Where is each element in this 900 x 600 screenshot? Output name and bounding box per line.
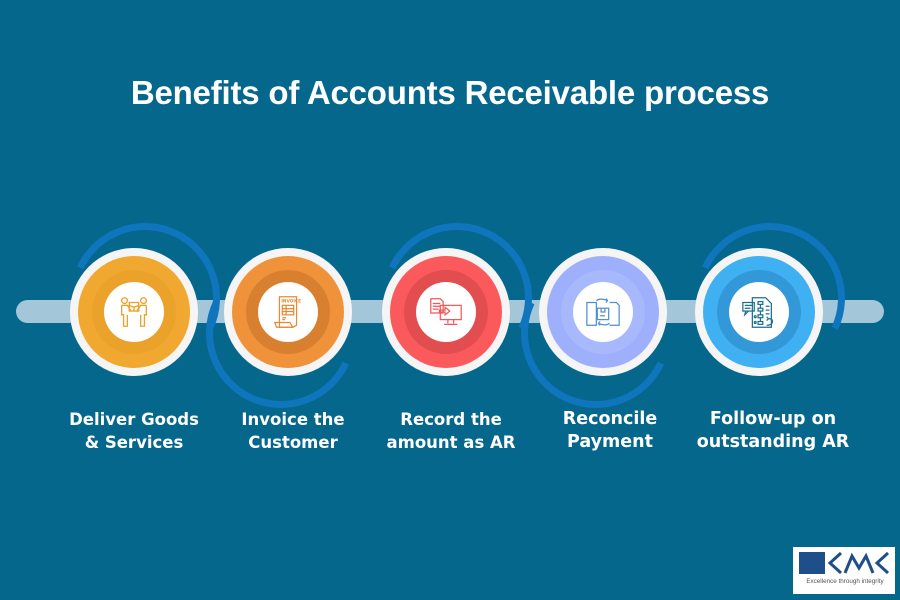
step-icon-holder	[729, 282, 789, 342]
svg-text:INVOICE: INVOICE	[281, 299, 301, 305]
label-line-1: Follow-up on	[709, 409, 837, 429]
step-icon-holder: INVOICE	[258, 282, 318, 342]
step-icon-holder	[104, 282, 164, 342]
page-title: Benefits of Accounts Receivable process	[130, 74, 770, 111]
step-reconcile-payment	[499, 236, 693, 430]
label-line-2: Customer	[248, 433, 338, 452]
label-line-1: Deliver Goods	[69, 410, 199, 429]
step-record-amount	[360, 201, 554, 395]
kmk-wordmark-icon	[827, 551, 890, 575]
step-label-record-amount: Record the amount as AR	[366, 408, 536, 454]
step-icon-holder	[573, 282, 633, 342]
label-line-2: amount as AR	[386, 433, 516, 452]
logo-square	[799, 552, 825, 574]
document-transfer-computer-icon	[430, 298, 462, 325]
followup-checklist-icon	[742, 297, 774, 328]
step-label-follow-up: Follow-up on outstanding AR	[688, 408, 858, 454]
label-line-2: Payment	[567, 432, 653, 452]
step-follow-up	[673, 201, 867, 395]
step-icon-holder	[416, 282, 476, 342]
step-label-invoice-customer: Invoice the Customer	[208, 408, 378, 454]
delivery-handover-icon	[120, 297, 148, 327]
invoice-icon: INVOICE	[273, 296, 301, 328]
step-label-deliver-goods: Deliver Goods & Services	[49, 408, 219, 454]
step-label-reconcile-payment: Reconcile Payment	[525, 408, 695, 454]
label-line-1: Record the	[400, 410, 502, 429]
step-deliver-goods	[48, 201, 242, 395]
step-invoice-customer: INVOICE	[184, 236, 378, 430]
logo-tagline: Excellence through integrity	[806, 578, 884, 585]
package-exchange-icon	[586, 298, 620, 326]
kmk-logo: Excellence through integrity	[793, 547, 895, 594]
label-line-2: outstanding AR	[696, 432, 850, 452]
label-line-2: & Services	[84, 433, 184, 452]
label-line-1: Reconcile	[562, 409, 658, 429]
label-line-1: Invoice the	[241, 410, 345, 429]
